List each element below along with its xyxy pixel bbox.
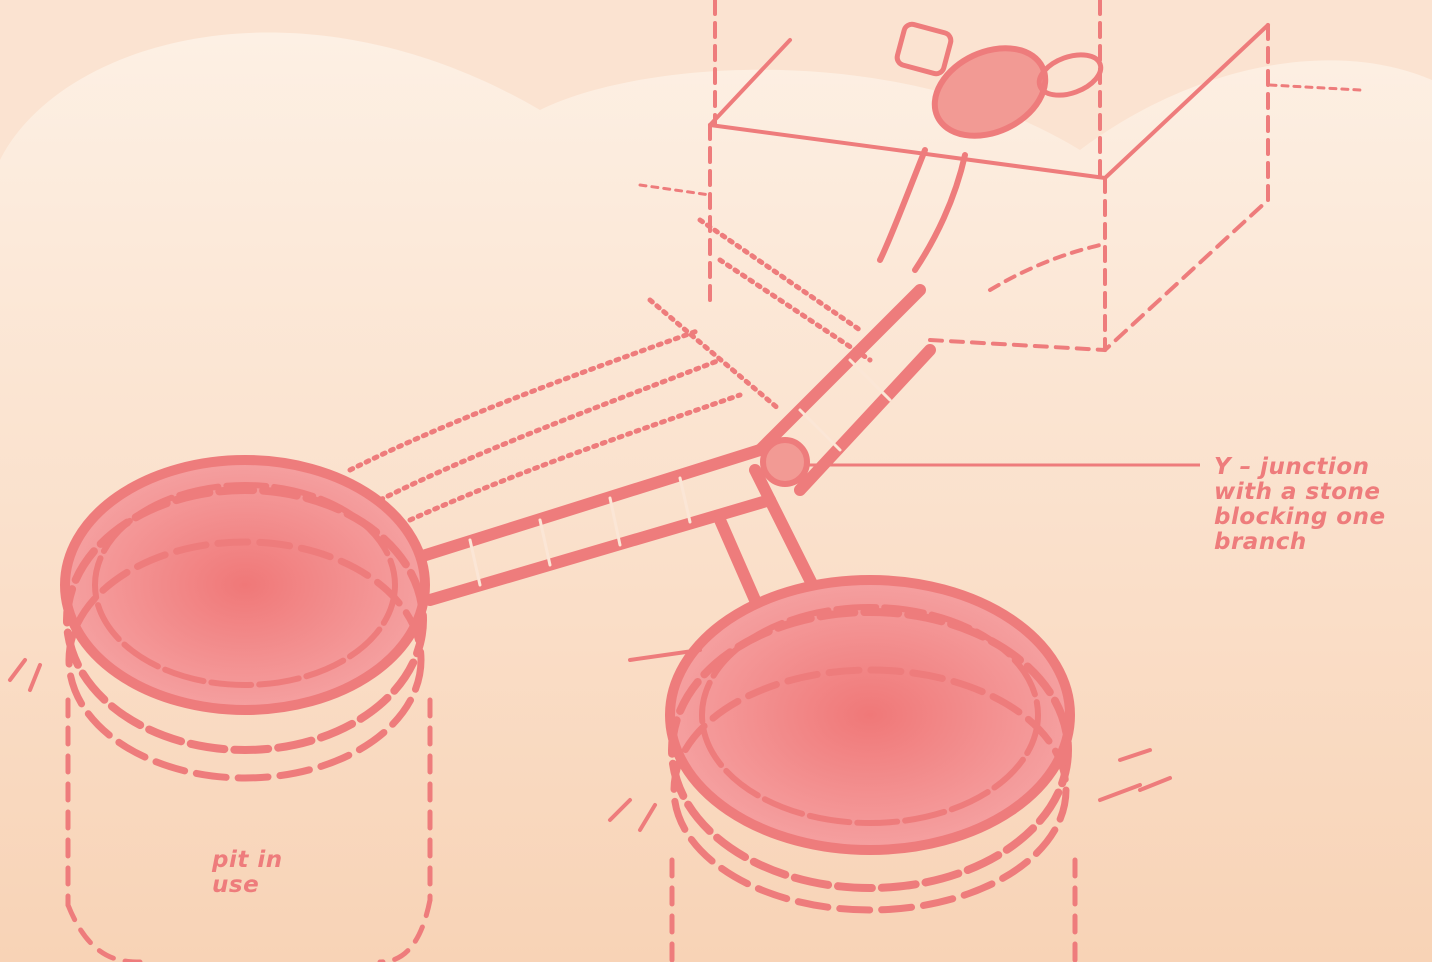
label-y-junction: Y – junction with a stone blocking one b… [1214, 455, 1386, 555]
label-pit-in-use: pit in use [212, 848, 283, 898]
blocking-stone [763, 440, 807, 484]
